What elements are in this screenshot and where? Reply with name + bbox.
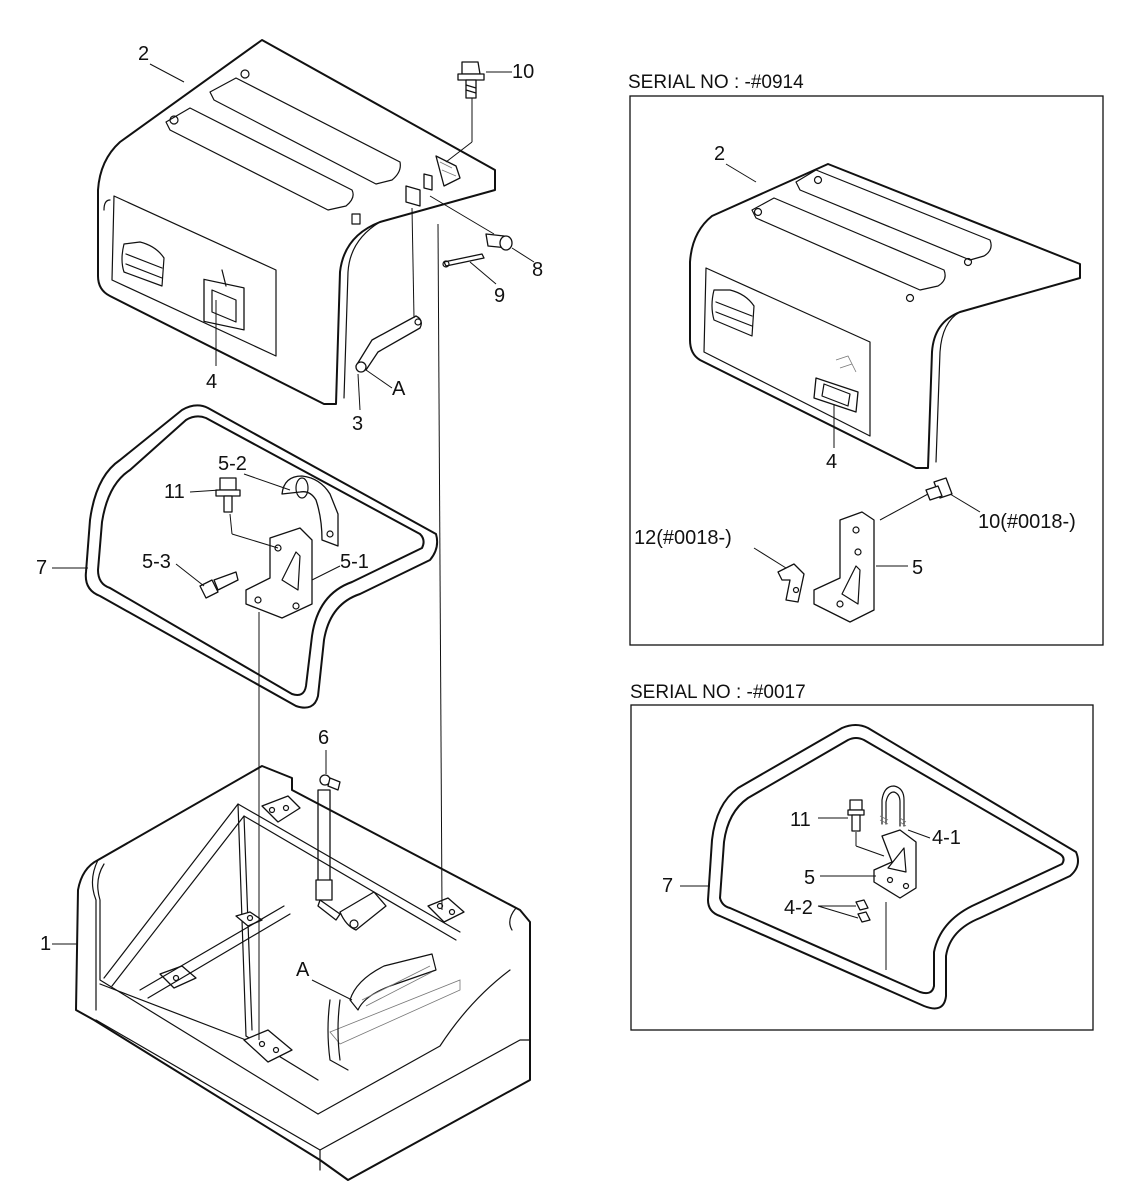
label-3: 3 bbox=[352, 413, 363, 435]
panel-bottom-serial: SERIAL NO : -#0017 bbox=[630, 682, 806, 703]
panel-bottom-label-7: 7 bbox=[662, 875, 673, 897]
panel-top-frame bbox=[629, 95, 1104, 646]
label-8: 8 bbox=[532, 259, 543, 281]
rod-frame-7 bbox=[84, 404, 439, 709]
label-11: 11 bbox=[164, 481, 185, 503]
nuts-4-2 bbox=[855, 899, 871, 923]
pin-8 bbox=[485, 233, 513, 251]
base-housing-1 bbox=[75, 765, 531, 1181]
panel-serial-0017: SERIAL NO : -#0017 bbox=[630, 682, 1094, 1031]
bolt-10-alt bbox=[879, 477, 953, 521]
label-9: 9 bbox=[494, 285, 505, 307]
hood-cover bbox=[97, 39, 496, 405]
panel-top-label-5: 5 bbox=[912, 557, 923, 579]
label-5-3: 5-3 bbox=[142, 551, 171, 573]
panel-bottom-label-4-1: 4-1 bbox=[932, 827, 961, 849]
label-6: 6 bbox=[318, 727, 329, 749]
bracket-5-1 bbox=[245, 527, 313, 619]
panel-serial-0914: SERIAL NO : -#0914 bbox=[628, 72, 1104, 646]
panel-bottom-label-4-2: 4-2 bbox=[784, 897, 813, 919]
bracket-5-alt bbox=[813, 511, 875, 623]
hood-cover-alt bbox=[689, 163, 1081, 469]
panel-top-label-2: 2 bbox=[714, 143, 725, 165]
panel-top-label-4: 4 bbox=[826, 451, 837, 473]
clamp-5-2 bbox=[281, 475, 339, 547]
label-7: 7 bbox=[36, 557, 47, 579]
panel-top-label-12: 12(#0018-) bbox=[634, 527, 732, 549]
panel-bottom-label-11: 11 bbox=[790, 809, 811, 831]
panel-top-label-10: 10(#0018-) bbox=[978, 511, 1076, 533]
label-5-2: 5-2 bbox=[218, 453, 247, 475]
bolt-11-alt bbox=[847, 799, 885, 857]
label-1: 1 bbox=[40, 933, 51, 955]
label-2: 2 bbox=[138, 43, 149, 65]
rod-frame-7-alt bbox=[707, 724, 1079, 1010]
panel-bottom-frame bbox=[630, 704, 1094, 1031]
bolt-10 bbox=[457, 61, 485, 99]
bracket-5-ubolt bbox=[873, 785, 917, 899]
latch-12 bbox=[777, 563, 805, 603]
label-A-top: A bbox=[392, 378, 406, 400]
label-A-bottom: A bbox=[296, 959, 310, 981]
stay-link-3 bbox=[355, 315, 422, 373]
label-4: 4 bbox=[206, 371, 217, 393]
gas-spring-6 bbox=[315, 774, 387, 931]
cotter-pin-9 bbox=[442, 253, 485, 268]
bolt-11 bbox=[215, 477, 241, 513]
label-10: 10 bbox=[512, 61, 534, 83]
bolt-5-3 bbox=[199, 571, 239, 599]
label-5-1: 5-1 bbox=[340, 551, 369, 573]
panel-top-serial: SERIAL NO : -#0914 bbox=[628, 72, 804, 93]
guide-lines bbox=[229, 98, 495, 1040]
panel-bottom-label-5: 5 bbox=[804, 867, 815, 889]
main-labels: 2 10 8 9 4 3 A 5-2 11 7 5-3 5-1 6 1 A bbox=[36, 43, 543, 1001]
